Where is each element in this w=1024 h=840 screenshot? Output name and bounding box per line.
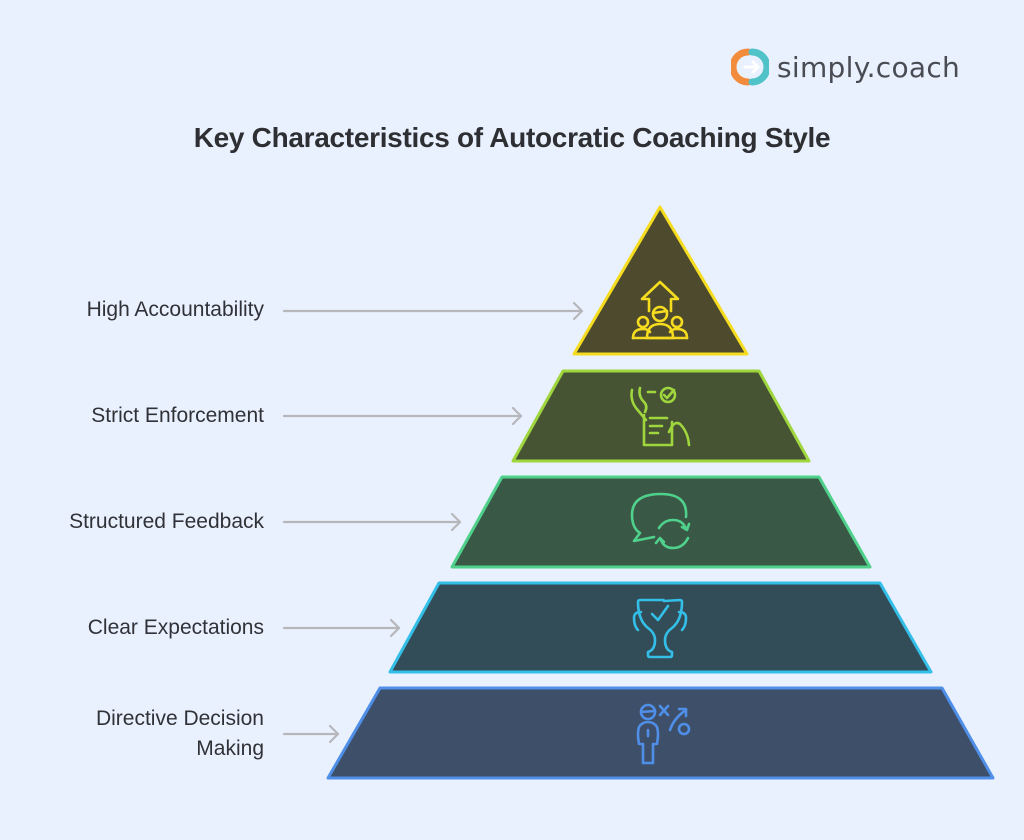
simply-coach-logo-icon (731, 48, 769, 86)
arrow-clear-expectations (282, 618, 401, 638)
label-directive-decision-making: Directive Decision Making (96, 704, 264, 764)
arrow-strict-enforcement (282, 406, 523, 426)
trophy-check-icon (632, 598, 688, 659)
arrow-high-accountability (282, 301, 584, 321)
tier-clear-expectations (388, 581, 933, 674)
label-structured-feedback: Structured Feedback (69, 510, 264, 533)
label-high-accountability: High Accountability (86, 298, 264, 321)
page-title: Key Characteristics of Autocratic Coachi… (193, 122, 831, 153)
coach-strategy-icon (636, 703, 691, 765)
brand-name: simply.coach (777, 50, 961, 84)
chat-refresh-icon (630, 492, 691, 550)
label-line-2: Making (196, 737, 264, 760)
team-growth-arrow-icon (631, 280, 689, 340)
arrow-directive-decision-making (282, 724, 340, 744)
arrow-structured-feedback (282, 512, 462, 532)
tier-high-accountability (572, 205, 749, 356)
tier-strict-enforcement (511, 369, 811, 463)
label-clear-expectations: Clear Expectations (87, 616, 264, 639)
tier-directive-decision-making (326, 686, 995, 780)
label-line-1: Directive Decision (95, 707, 264, 730)
brand-logo: simply.coach (731, 48, 960, 86)
tier-structured-feedback (450, 475, 872, 569)
clipboard-check-hands-icon (630, 386, 691, 447)
label-strict-enforcement: Strict Enforcement (91, 404, 264, 427)
